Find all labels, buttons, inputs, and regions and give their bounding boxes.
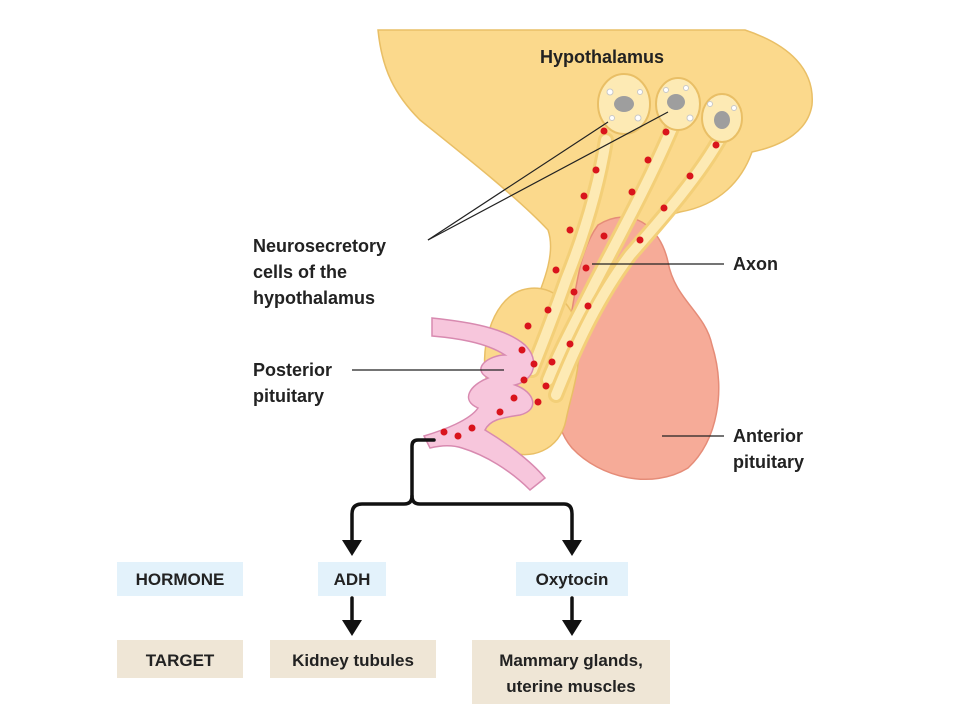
arrowhead-oxytocin: [562, 540, 582, 556]
target-header-box: [117, 640, 243, 678]
target-mammary-box: [472, 640, 670, 704]
label-neurosecretory-3: hypothalamus: [253, 288, 375, 308]
label-neurosecretory-1: Neurosecretory: [253, 236, 386, 256]
arrowhead-mammary: [562, 620, 582, 636]
label-hypothalamus: Hypothalamus: [540, 47, 664, 67]
leader-lines: [352, 111, 724, 437]
hormone-header-box: [117, 562, 243, 596]
label-axon: Axon: [733, 254, 778, 274]
branching-arrow: [350, 438, 574, 626]
label-anterior-2: pituitary: [733, 452, 804, 472]
target-mammary-2: uterine muscles: [506, 677, 635, 696]
target-kidney-box: [270, 640, 436, 678]
target-kidney: Kidney tubules: [292, 651, 414, 670]
secretory-vesicles: [440, 127, 720, 440]
hormone-oxytocin: Oxytocin: [536, 570, 609, 589]
hormone-header: HORMONE: [136, 570, 225, 589]
arrow-heads: [342, 540, 582, 636]
axon-1-core: [527, 135, 611, 375]
arrowhead-adh: [342, 540, 362, 556]
target-mammary-1: Mammary glands,: [499, 651, 643, 670]
neurosecretory-cell-1: [597, 73, 651, 135]
label-neurosecretory-2: cells of the: [253, 262, 347, 282]
label-posterior-1: Posterior: [253, 360, 332, 380]
axon-3-core: [551, 130, 727, 400]
target-header: TARGET: [146, 651, 215, 670]
neurosecretory-cell-3: [701, 93, 743, 143]
label-anterior-1: Anterior: [733, 426, 803, 446]
hormone-adh-box: [318, 562, 386, 596]
neurosecretory-cell-2: [655, 77, 701, 131]
hormone-adh: ADH: [334, 570, 371, 589]
label-posterior-2: pituitary: [253, 386, 324, 406]
axon-2-core: [543, 123, 677, 385]
arrowhead-kidney: [342, 620, 362, 636]
hormone-oxytocin-box: [516, 562, 628, 596]
